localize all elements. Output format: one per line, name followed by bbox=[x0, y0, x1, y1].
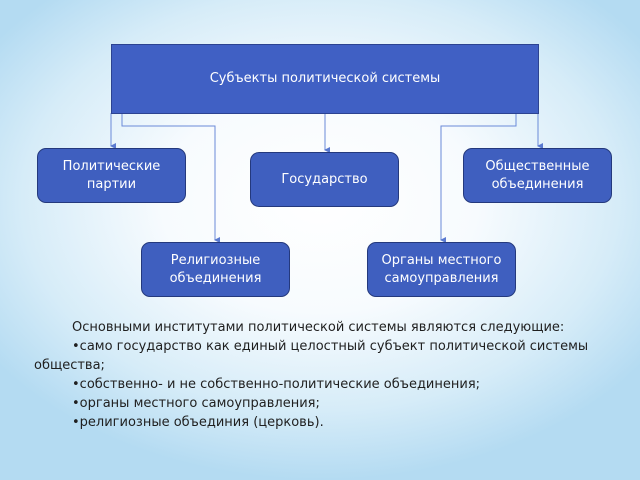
bullet-item: •религиозные объединия (церковь). bbox=[72, 415, 324, 430]
box-local-government-label: Органы местного самоуправления bbox=[381, 252, 502, 286]
box-political-parties: Политические партии bbox=[37, 148, 186, 203]
bullet-item: •собственно- и не собственно-политически… bbox=[72, 377, 481, 392]
box-political-parties-label: Политические партии bbox=[62, 158, 161, 192]
bullet-item: •органы местного самоуправления; bbox=[72, 396, 320, 411]
box-public-associations: Общественные объединения bbox=[463, 148, 612, 203]
box-religious-associations-label: Религиозные объединения bbox=[169, 252, 262, 286]
box-religious-associations: Религиозные объединения bbox=[141, 242, 290, 297]
box-local-government: Органы местного самоуправления bbox=[367, 242, 516, 297]
box-state: Государство bbox=[250, 152, 399, 207]
bullet-item: •само государство как единый целостный с… bbox=[34, 339, 589, 373]
body-text: Основными институтами политической систе… bbox=[34, 318, 618, 432]
box-public-associations-label: Общественные объединения bbox=[485, 158, 590, 192]
box-state-label: Государство bbox=[281, 171, 368, 187]
intro-paragraph: Основными институтами политической систе… bbox=[72, 320, 565, 335]
diagram-root-label: Субъекты политической системы bbox=[209, 71, 441, 86]
diagram-root-box: Субъекты политической системы bbox=[111, 44, 539, 114]
